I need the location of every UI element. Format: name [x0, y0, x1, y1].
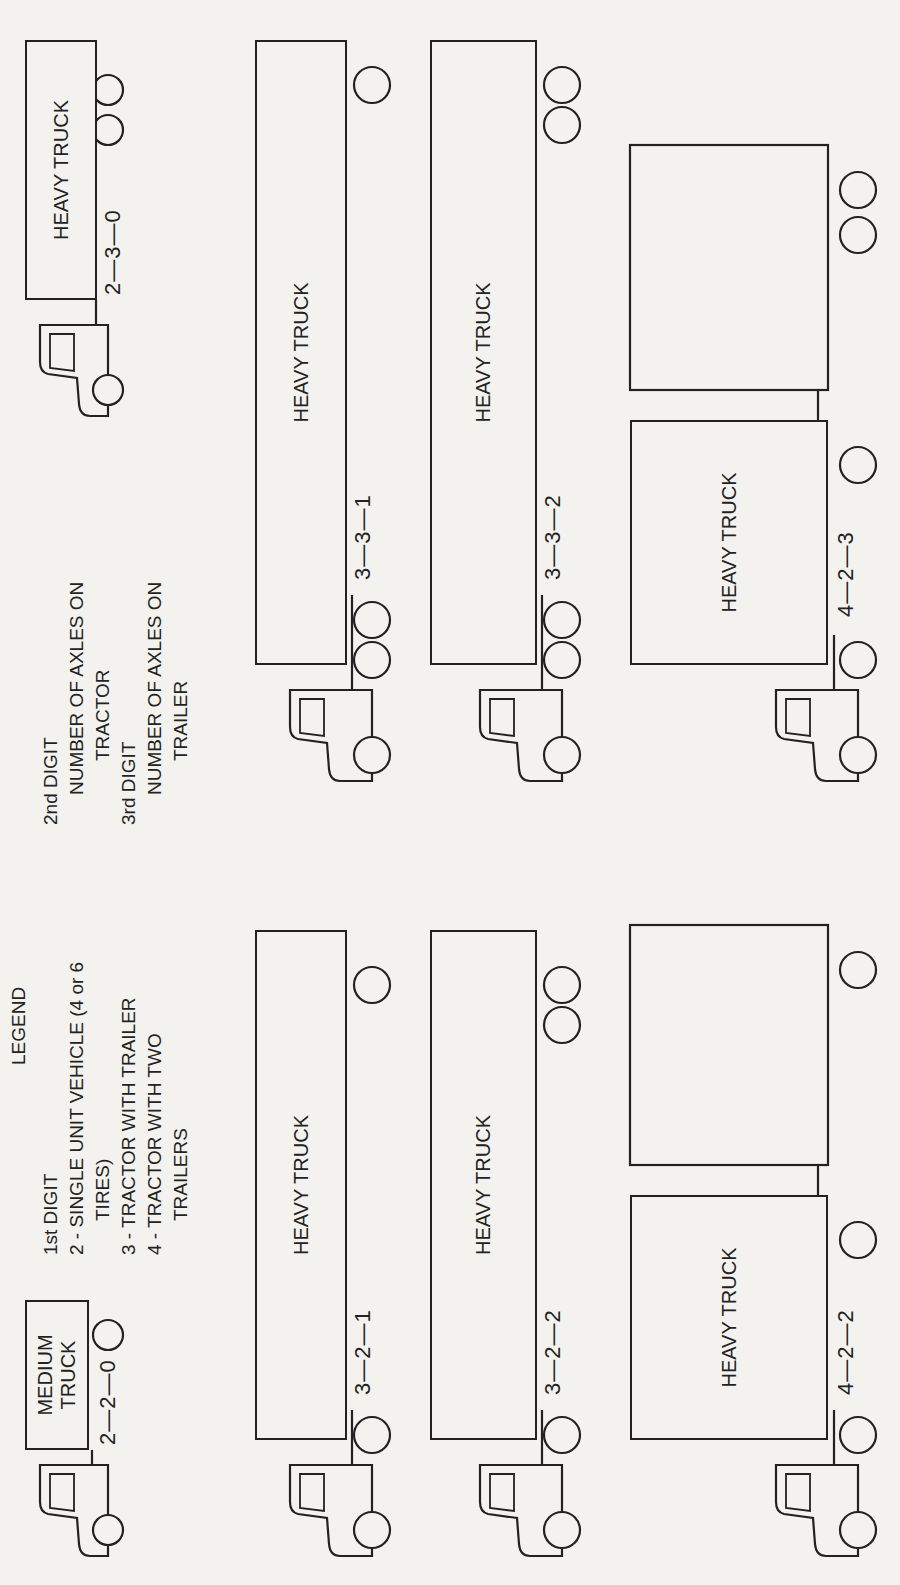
chassis-line: [817, 1165, 819, 1195]
wheel: [544, 602, 580, 638]
class-code: 2—3—0: [100, 209, 126, 295]
vehicle-type-label: HEAVY TRUCK: [50, 100, 73, 240]
wheel: [840, 217, 876, 253]
chassis-line: [541, 1410, 543, 1465]
wheel: [93, 75, 123, 105]
wheel: [544, 1007, 580, 1043]
chassis-line: [833, 1410, 835, 1465]
legend-text: 1st DIGIT: [38, 1174, 64, 1255]
vehicle-type-label: HEAVY TRUCK: [718, 472, 741, 612]
wheel: [840, 1512, 876, 1548]
class-code: 2—2—0: [95, 1359, 121, 1445]
vehicle-type-label: HEAVY TRUCK: [290, 1115, 313, 1255]
class-code: 4—2—2: [833, 1309, 859, 1395]
trailer-body: HEAVY TRUCK: [255, 40, 347, 665]
legend-text: NUMBER OF AXLES ON TRACTOR: [64, 561, 116, 795]
wheel: [354, 1512, 390, 1548]
wheel: [544, 107, 580, 143]
wheel: [354, 602, 390, 638]
wheel: [840, 642, 876, 678]
vehicle-type-label: HEAVY TRUCK: [718, 1247, 741, 1387]
chassis-line: [91, 1450, 93, 1465]
wheel: [840, 1417, 876, 1453]
vehicle-type-label: HEAVY TRUCK: [290, 282, 313, 422]
chassis-line: [817, 390, 819, 420]
wheel: [840, 952, 876, 988]
class-code: 4—2—3: [833, 531, 859, 617]
wheel: [354, 67, 390, 103]
cab-window: [50, 334, 74, 371]
legend-text: 2nd DIGIT: [38, 737, 64, 825]
chassis-line: [95, 300, 97, 325]
wheel: [544, 737, 580, 773]
vehicle-type-label: MEDIUM TRUCK: [34, 1308, 80, 1442]
trailer-body: HEAVY TRUCK: [630, 1195, 828, 1440]
class-code: 3—3—1: [350, 494, 376, 580]
legend-text: 3 - TRACTOR WITH TRAILER: [116, 997, 142, 1255]
trailer-body: HEAVY TRUCK: [630, 420, 828, 665]
cab-window: [300, 1474, 324, 1511]
wheel: [354, 967, 390, 1003]
wheel: [544, 1417, 580, 1453]
cab-window: [490, 1474, 514, 1511]
cab-window: [300, 699, 324, 736]
wheel: [93, 1515, 123, 1545]
legend-text: NUMBER OF AXLES ON TRAILER: [142, 561, 194, 795]
chassis-line: [833, 635, 835, 690]
wheel: [840, 447, 876, 483]
wheel: [93, 375, 123, 405]
wheel: [544, 967, 580, 1003]
wheel: [354, 642, 390, 678]
legend-text: 3rd DIGIT: [116, 742, 142, 825]
legend-text: 2 - SINGLE UNIT VEHICLE (4 or 6 TIRES): [64, 949, 116, 1255]
trailer-body: HEAVY TRUCK: [25, 40, 97, 300]
chassis-line: [541, 595, 543, 690]
trailer-body: HEAVY TRUCK: [255, 930, 347, 1440]
wheel: [354, 737, 390, 773]
trailer-body: HEAVY TRUCK: [430, 930, 537, 1440]
wheel: [544, 1512, 580, 1548]
cab-window: [50, 1474, 74, 1511]
class-code: 3—2—2: [540, 1309, 566, 1395]
wheel: [840, 1222, 876, 1258]
wheel: [840, 172, 876, 208]
wheel: [93, 1320, 123, 1350]
trailer-box: [630, 145, 828, 390]
legend-text: 4 - TRACTOR WITH TWO TRAILERS: [142, 971, 194, 1255]
trailer-body: MEDIUM TRUCK: [25, 1300, 89, 1450]
wheel: [544, 67, 580, 103]
wheel: [93, 115, 123, 145]
class-code: 3—2—1: [350, 1309, 376, 1395]
trailer-body: HEAVY TRUCK: [430, 40, 537, 665]
chassis-line: [351, 595, 353, 690]
wheel: [544, 642, 580, 678]
wheel: [840, 737, 876, 773]
class-code: 3—3—2: [540, 494, 566, 580]
cab-window: [786, 1474, 810, 1511]
cab-window: [786, 699, 810, 736]
chassis-line: [351, 1410, 353, 1465]
vehicle-type-label: HEAVY TRUCK: [472, 1115, 495, 1255]
legend-text: LEGEND: [6, 987, 32, 1065]
trailer-box: [630, 925, 828, 1165]
cab-window: [490, 699, 514, 736]
vehicle-type-label: HEAVY TRUCK: [472, 282, 495, 422]
wheel: [354, 1417, 390, 1453]
